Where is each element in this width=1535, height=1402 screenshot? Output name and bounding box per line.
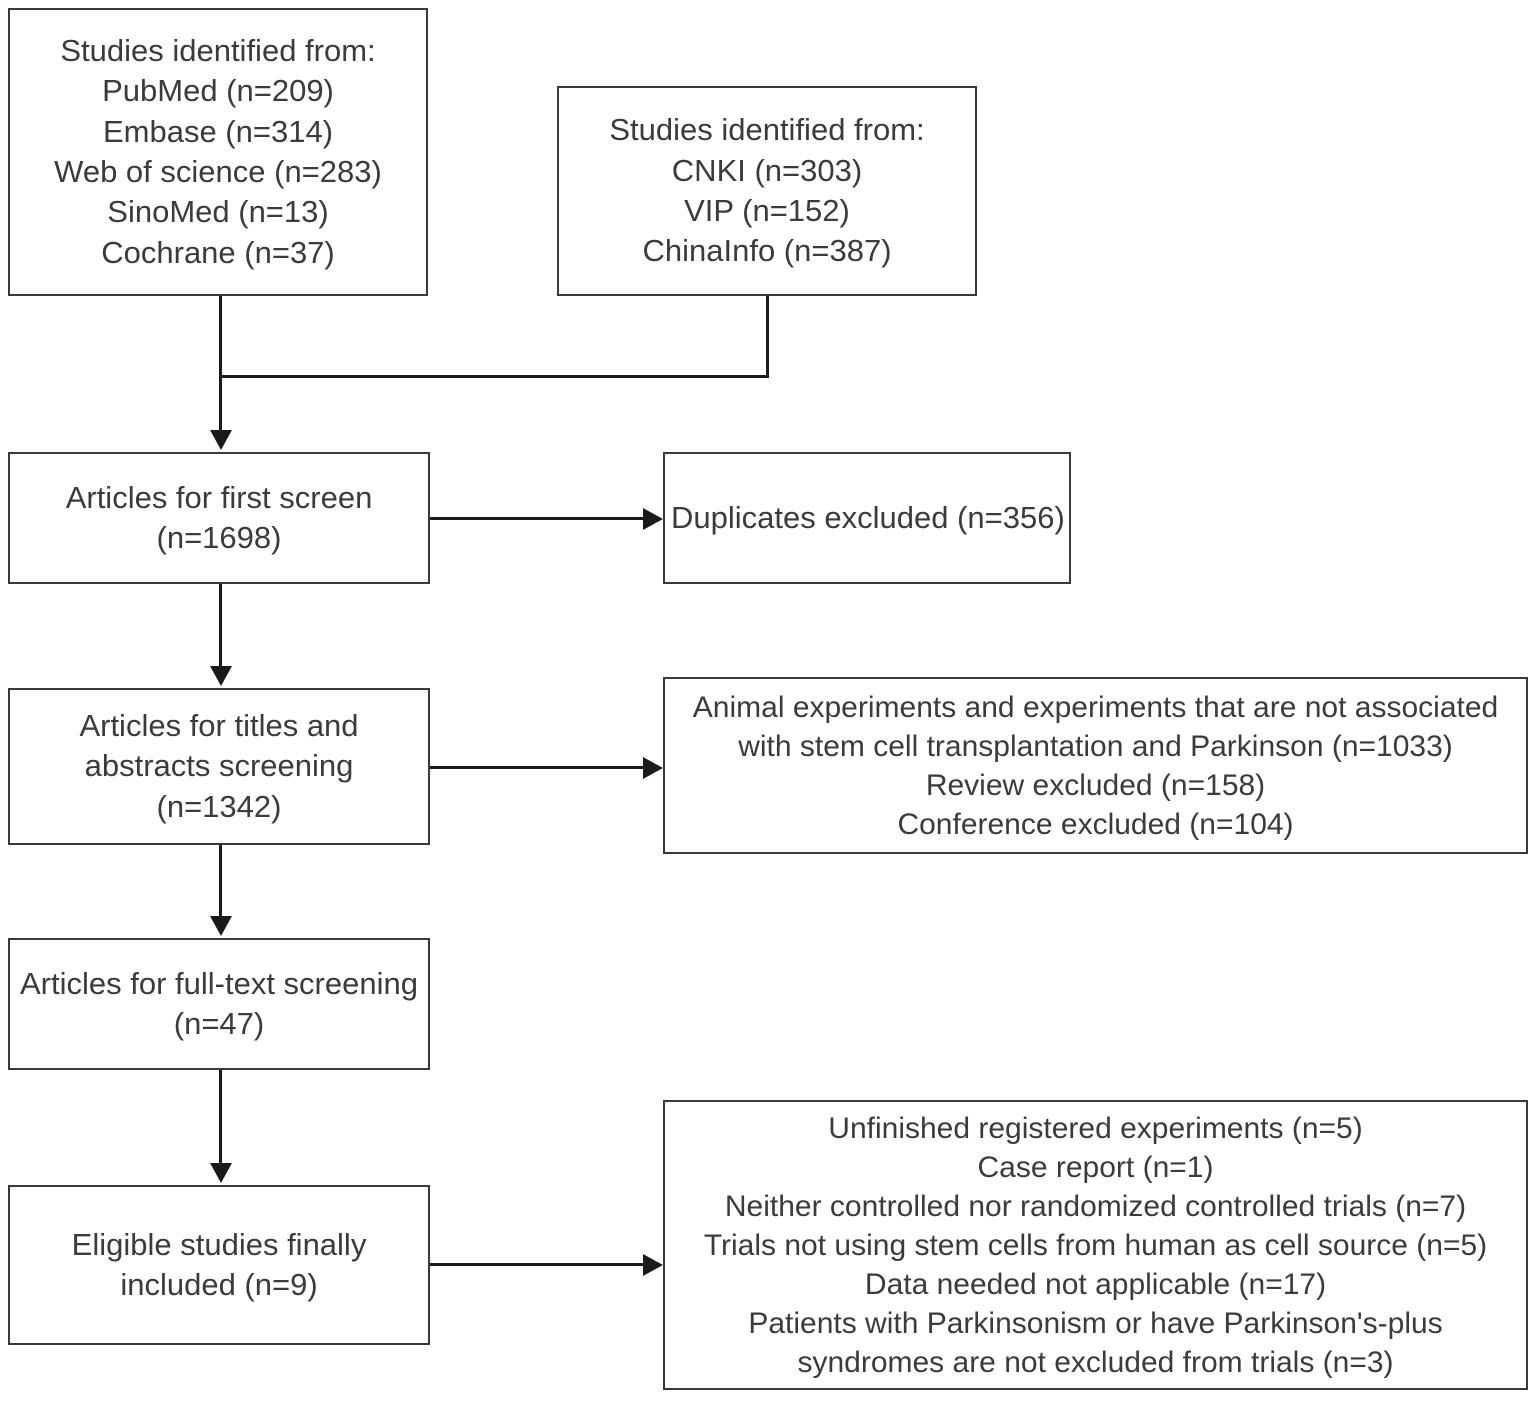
line-label-1: Articles for titles and [79, 708, 359, 744]
line-embase: Embase (n=314) [102, 113, 334, 149]
line-review-excluded: Review excluded (n=158) [925, 768, 1266, 802]
line-sinomed: SinoMed (n=13) [107, 194, 329, 230]
line-animal-experiments: Animal experiments and experiments that … [692, 690, 1499, 763]
box-text-lines: Studies identified from: PubMed (n=209) … [16, 31, 420, 273]
line-cnki: CNKI (n=303) [671, 152, 863, 188]
line-count: (n=47) [173, 1006, 265, 1041]
connector-fulltext-to-eligible [219, 1070, 222, 1165]
arrow-into-first-screen [210, 430, 232, 450]
connector-international-down [219, 296, 222, 378]
connector-chinese-down [766, 296, 769, 378]
box-studies-identified-chinese: Studies identified from: CNKI (n=303) VI… [557, 86, 977, 296]
box-eligible-studies-included: Eligible studies finally included (n=9) [8, 1185, 430, 1345]
line-web-of-science: Web of science (n=283) [54, 154, 382, 189]
line-count: (n=1698) [156, 520, 282, 555]
line-heading: Studies identified from: [60, 33, 376, 69]
connector-first-screen-to-duplicates [430, 517, 644, 520]
box-articles-for-full-text-screening: Articles for full-text screening (n=47) [8, 938, 430, 1070]
connector-merge-to-first-screen [219, 375, 222, 432]
line-label-2: abstracts screening [84, 748, 354, 784]
box-duplicates-excluded: Duplicates excluded (n=356) [663, 452, 1071, 584]
line-parkinsonism-not-excluded: Patients with Parkinsonism or have Parki… [748, 1306, 1443, 1379]
arrow-into-eligible [210, 1163, 232, 1183]
line-count: included (n=9) [120, 1267, 318, 1302]
box-studies-identified-international: Studies identified from: PubMed (n=209) … [8, 8, 428, 296]
arrow-into-duplicates [643, 508, 663, 530]
line-count: (n=1342) [156, 788, 282, 824]
line-label: Eligible studies finally [71, 1226, 367, 1262]
line-cochrane: Cochrane (n=37) [101, 234, 335, 270]
box-articles-for-titles-and-abstracts-screening: Articles for titles and abstracts screen… [8, 688, 430, 845]
box-text-lines: Articles for full-text screening (n=47) [16, 964, 422, 1045]
box-text-lines: Articles for first screen (n=1698) [16, 478, 422, 559]
box-text-lines: Studies identified from: CNKI (n=303) VI… [565, 110, 969, 271]
line-vip: VIP (n=152) [684, 193, 850, 228]
arrow-into-title-abstract [210, 666, 232, 686]
box-screening-exclusion-reasons: Animal experiments and experiments that … [663, 677, 1528, 854]
box-articles-for-first-screen: Articles for first screen (n=1698) [8, 452, 430, 584]
box-text-lines: Eligible studies finally included (n=9) [16, 1225, 422, 1306]
line-case-report: Case report (n=1) [977, 1150, 1214, 1184]
box-text-lines: Unfinished registered experiments (n=5) … [671, 1109, 1520, 1382]
box-text-lines: Articles for titles and abstracts screen… [16, 706, 422, 827]
box-text-lines: Animal experiments and experiments that … [671, 688, 1520, 844]
line-neither-controlled: Neither controlled nor randomized contro… [724, 1189, 1467, 1223]
line-label: Articles for full-text screening [20, 965, 418, 1001]
line-conference-excluded: Conference excluded (n=104) [897, 807, 1294, 841]
connector-title-abstract-to-fulltext [219, 845, 222, 920]
line-not-human-stem-cells: Trials not using stem cells from human a… [703, 1228, 1488, 1262]
line-duplicates: Duplicates excluded (n=356) [671, 499, 1065, 535]
connector-merge-bar [219, 375, 769, 378]
connector-title-abstract-to-exclusions [430, 766, 644, 769]
arrow-into-fulltext-exclusions [643, 1254, 663, 1276]
connector-first-screen-to-title-abstract [219, 584, 222, 668]
box-full-text-exclusion-reasons: Unfinished registered experiments (n=5) … [663, 1100, 1528, 1390]
line-heading: Studies identified from: [609, 112, 925, 148]
line-chinainfo: ChinaInfo (n=387) [642, 233, 892, 269]
line-label: Articles for first screen [65, 479, 373, 515]
line-pubmed: PubMed (n=209) [102, 73, 334, 109]
arrow-into-fulltext [210, 916, 232, 936]
arrow-into-screening-exclusions [643, 757, 663, 779]
box-text-lines: Duplicates excluded (n=356) [671, 498, 1065, 538]
line-unfinished-registered: Unfinished registered experiments (n=5) [828, 1111, 1363, 1145]
line-data-not-applicable: Data needed not applicable (n=17) [864, 1267, 1327, 1301]
connector-eligible-to-exclusions [430, 1263, 644, 1266]
